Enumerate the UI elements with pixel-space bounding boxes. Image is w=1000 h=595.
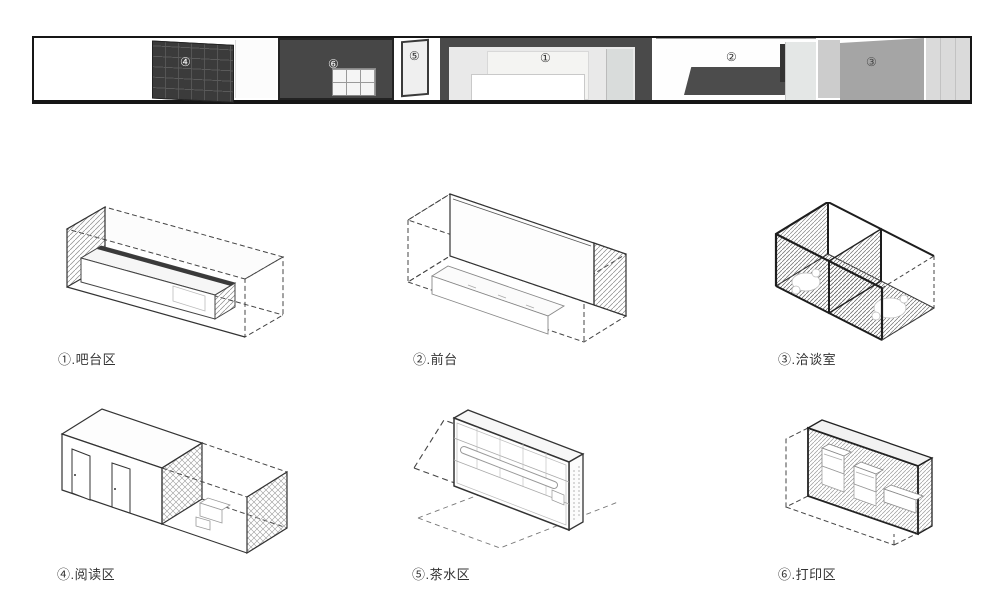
pano-number-3: ③ [866,55,877,69]
axon-bar-area [65,205,285,338]
white-wall [235,40,276,98]
pano-number-6: ⑥ [328,57,339,71]
legend-reading-area: ④.阅读区 [57,567,116,582]
glass-partition [785,42,816,100]
pano-scene-reception: ② [656,38,816,100]
legend-meeting-room: ③.洽谈室 [778,352,837,367]
axon-reading-area [60,408,288,555]
reception-desk [684,67,788,95]
pano-scene-reading: ④ [150,38,276,103]
locker-cubbies [332,68,376,96]
door-frame [780,44,785,82]
legend-tea-area: ⑤.茶水区 [412,567,471,582]
gray-wall [840,38,924,100]
bar-side-panel [606,49,633,100]
panorama-strip: ④ ⑥ ⑤ ① ② ③ [32,36,972,104]
pano-scene-tea: ⑤ [396,38,438,100]
bar-counter [471,74,585,100]
legend-print-area: ⑥.打印区 [778,567,837,582]
pano-number-5: ⑤ [409,49,420,63]
pano-scene-print: ⑥ [278,38,394,100]
light-wall [818,40,840,98]
axon-reception [406,193,628,343]
pano-end-panels [926,38,970,100]
pano-scene-bar: ① [440,38,652,100]
open-door [401,38,429,98]
axon-print-area [785,419,934,546]
legend-bar-area: ①.吧台区 [58,352,117,367]
axon-meeting-room [774,202,936,341]
legend-reception: ②.前台 [413,352,458,367]
pano-number-1: ① [540,51,551,65]
axon-tea-area [413,409,619,549]
pano-number-4: ④ [180,55,191,69]
pano-scene-meeting: ③ [818,38,924,100]
bookshelf-grid [152,40,234,103]
pano-number-2: ② [726,50,737,64]
bar-room-interior [449,47,635,100]
